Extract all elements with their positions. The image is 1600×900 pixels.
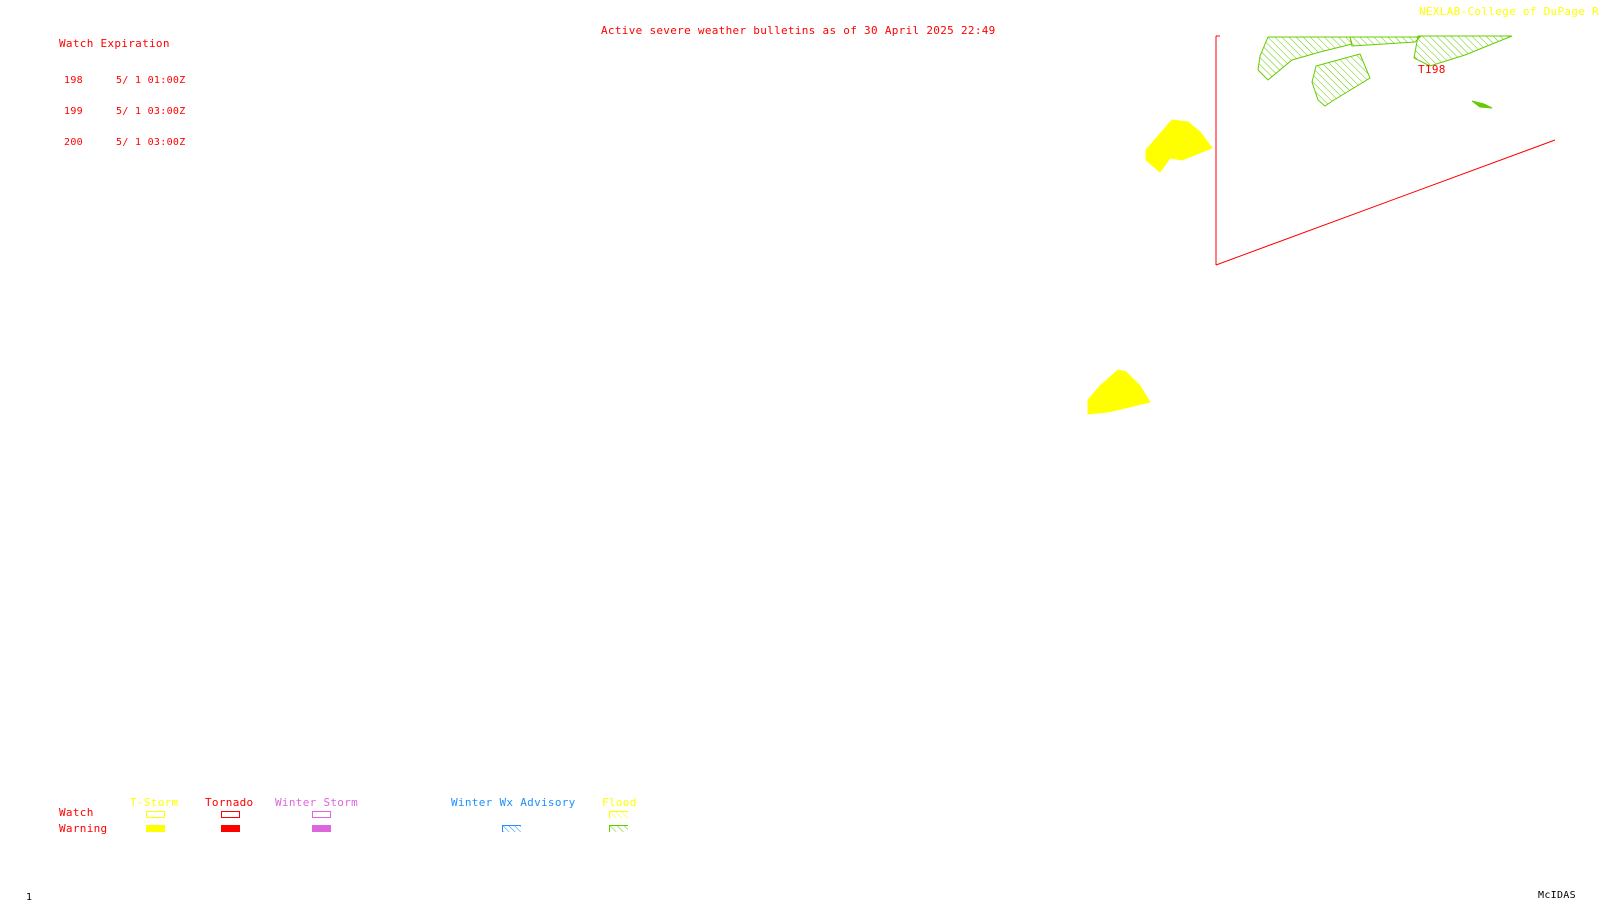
legend-watch-row-label: Watch xyxy=(59,806,94,819)
watch-number: 199 xyxy=(64,106,83,117)
watch-row: 200 5/ 1 03:00Z xyxy=(64,137,186,148)
watch-expires: 5/ 1 01:00Z xyxy=(116,75,186,86)
legend-tornado-warning-swatch xyxy=(221,825,240,832)
watch-expiration-list: 198 5/ 1 01:00Z 199 5/ 1 03:00Z 200 5/ 1… xyxy=(64,54,186,169)
tornado-watch-outline xyxy=(1215,35,1556,266)
legend-winter-storm-watch-swatch xyxy=(312,811,331,818)
legend-winter-advisory-label: Winter Wx Advisory xyxy=(451,796,576,809)
watch-number: 198 xyxy=(64,75,83,86)
page-title: Active severe weather bulletins as of 30… xyxy=(601,24,996,37)
legend-tstorm-warning-swatch xyxy=(146,825,165,832)
legend-tstorm-watch-swatch xyxy=(146,811,165,818)
watch-number: 200 xyxy=(64,137,83,148)
watch-expires: 5/ 1 03:00Z xyxy=(116,137,186,148)
legend-flood-watch-swatch xyxy=(609,811,628,818)
legend-flood-label: Flood xyxy=(602,796,637,809)
watch-row: 199 5/ 1 03:00Z xyxy=(64,106,186,117)
watch-expires: 5/ 1 03:00Z xyxy=(116,106,186,117)
legend-tornado-watch-swatch xyxy=(221,811,240,818)
watch-expiration-heading: Watch Expiration xyxy=(59,37,170,50)
frame-number: 1 xyxy=(26,892,33,900)
legend-winter-storm-warning-swatch xyxy=(312,825,331,832)
legend-winter-storm-label: Winter Storm xyxy=(275,796,359,809)
legend-tornado-label: Tornado xyxy=(205,796,254,809)
watch-map-label: T198 xyxy=(1418,63,1446,76)
watch-row: 198 5/ 1 01:00Z xyxy=(64,75,186,86)
legend-flood-warning-swatch xyxy=(609,825,628,832)
legend-warning-row-label: Warning xyxy=(59,822,108,835)
flood-warning-areas xyxy=(1257,35,1513,109)
legend-tstorm-label: T-Storm xyxy=(130,796,179,809)
credit-label: NEXLAB-College of DuPage R xyxy=(1419,5,1599,18)
software-label: McIDAS xyxy=(1538,890,1576,900)
legend-winter-advisory-swatch xyxy=(502,825,521,832)
tstorm-warning-areas xyxy=(1087,119,1213,415)
